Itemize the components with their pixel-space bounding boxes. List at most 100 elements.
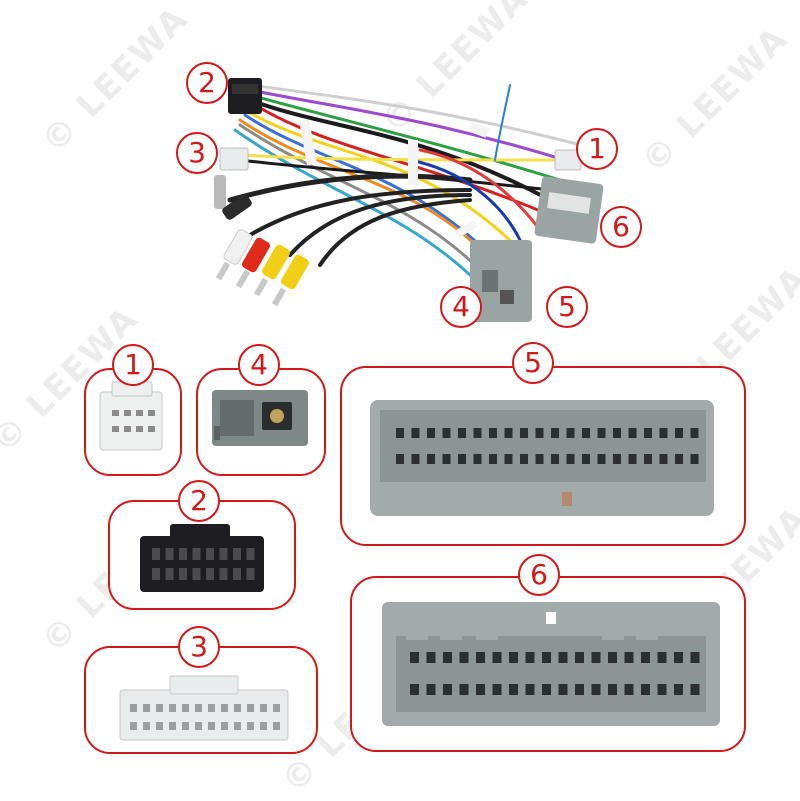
connector-pin xyxy=(608,684,617,695)
connector-pin xyxy=(509,652,518,663)
connector-pin xyxy=(520,454,528,464)
connector-pin xyxy=(566,428,575,438)
connector-pin xyxy=(591,652,601,663)
connector-pin xyxy=(525,684,535,695)
connector-pin xyxy=(169,722,176,730)
callout-harness-3: 3 xyxy=(176,132,218,174)
connector-pin xyxy=(426,652,436,663)
connector-pin xyxy=(442,454,451,464)
white-connector-8-pin xyxy=(99,381,163,451)
connector-pin xyxy=(690,684,700,695)
grey-connector-large xyxy=(370,400,714,516)
connector-pin xyxy=(674,652,683,663)
connector-pin xyxy=(624,684,634,695)
connector-panel-6 xyxy=(350,576,746,752)
connector-pin xyxy=(165,548,174,560)
connector-pin xyxy=(535,454,544,464)
connector-pin xyxy=(206,548,214,560)
callout-harness-5: 5 xyxy=(546,286,588,328)
connector-pin xyxy=(628,454,637,464)
connector-pin xyxy=(551,428,559,438)
connector-pin xyxy=(644,428,652,438)
connector-pin xyxy=(476,652,485,663)
connector-pin xyxy=(208,722,215,730)
connector-pin xyxy=(195,704,202,712)
connector-pin xyxy=(234,722,241,730)
callout-harness-4: 4 xyxy=(440,286,482,328)
connector-pin xyxy=(233,548,241,560)
connector-pin xyxy=(396,454,404,464)
connector-pin xyxy=(273,704,280,712)
connector-pin xyxy=(426,684,436,695)
connector-pin xyxy=(260,722,267,730)
connector-pin xyxy=(525,652,535,663)
connector-pin xyxy=(458,454,466,464)
connector-pin xyxy=(182,722,189,730)
connector-pin xyxy=(152,548,160,560)
callout-panel-3: 3 xyxy=(178,626,220,668)
connector-pin xyxy=(246,568,255,580)
connector-pin xyxy=(675,428,683,438)
connector-pin xyxy=(566,454,575,464)
callout-panel-1: 1 xyxy=(112,344,154,386)
connector-pin xyxy=(221,722,228,730)
connector-pin xyxy=(535,428,544,438)
connector-pin xyxy=(443,684,452,695)
connector-pin xyxy=(582,454,590,464)
connector-pin xyxy=(156,704,163,712)
connector-pin xyxy=(575,684,584,695)
connector-pin xyxy=(551,454,559,464)
grey-antenna-connector xyxy=(212,390,308,446)
connector-pin xyxy=(192,568,201,580)
callout-harness-2: 2 xyxy=(186,62,228,104)
connector-pin xyxy=(657,684,667,695)
connector-pin xyxy=(195,722,202,730)
connector-pin xyxy=(504,454,513,464)
connector-pin xyxy=(492,652,502,663)
connector-pin xyxy=(427,454,435,464)
connector-pin xyxy=(130,704,137,712)
connector-pin xyxy=(657,652,667,663)
black-connector-16-pin xyxy=(140,524,264,592)
connector-pin xyxy=(234,704,241,712)
connector-pin xyxy=(628,428,637,438)
connector-pin xyxy=(675,454,683,464)
connector-pin xyxy=(152,568,160,580)
connector-pin xyxy=(273,722,280,730)
connector-pin xyxy=(558,684,568,695)
connector-pin xyxy=(410,652,419,663)
connector-pin xyxy=(659,428,668,438)
connector-pin xyxy=(221,704,228,712)
connector-pin xyxy=(192,548,201,560)
connector-pin xyxy=(641,652,650,663)
connector-pin xyxy=(443,652,452,663)
callout-harness-6: 6 xyxy=(600,206,642,248)
connector-pin xyxy=(179,548,187,560)
connector-pin xyxy=(542,684,551,695)
connector-pin xyxy=(247,704,254,712)
connector-pin xyxy=(165,568,174,580)
connector-pin xyxy=(246,548,255,560)
connector-pin xyxy=(624,652,634,663)
connector-pin xyxy=(489,454,497,464)
connector-pin xyxy=(608,652,617,663)
connector-pin xyxy=(597,454,606,464)
connector-pin xyxy=(509,684,518,695)
connector-panel-1 xyxy=(84,368,182,476)
connector-pin xyxy=(473,454,482,464)
callout-panel-6: 6 xyxy=(518,554,560,596)
connector-pin xyxy=(179,568,187,580)
connector-pin xyxy=(130,722,137,730)
white-connector-24-pin xyxy=(119,675,289,741)
connector-pin xyxy=(208,704,215,712)
connector-pin xyxy=(459,652,469,663)
grey-connector-medium xyxy=(382,602,720,726)
connector-pin xyxy=(489,428,497,438)
connector-pin xyxy=(613,428,621,438)
connector-pin xyxy=(396,428,404,438)
connector-pin xyxy=(641,684,650,695)
callout-harness-1: 1 xyxy=(576,128,618,170)
connector-pin xyxy=(613,454,621,464)
connector-pin xyxy=(558,652,568,663)
